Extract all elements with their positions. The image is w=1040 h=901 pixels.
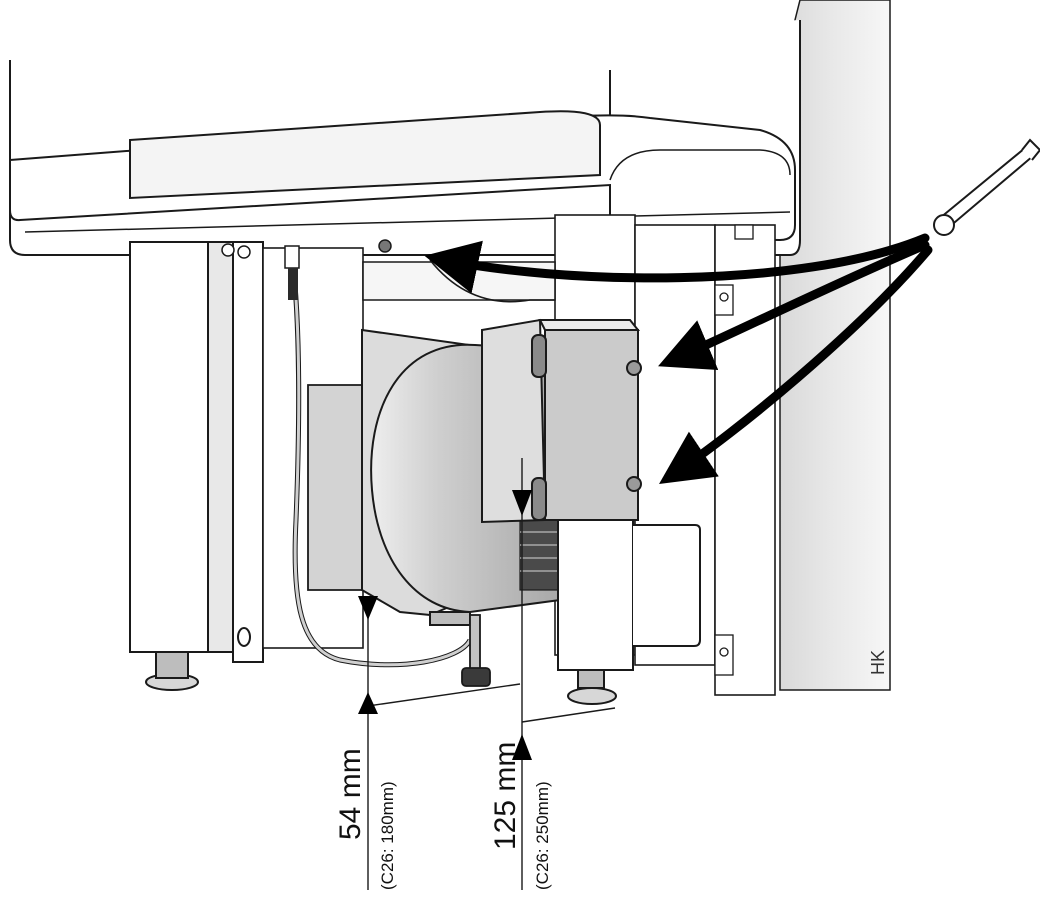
dimension-arrows	[358, 490, 532, 760]
arrow-125-top	[512, 490, 532, 516]
arrow-to-lower-bolt	[659, 245, 933, 484]
arrow-to-ground-screw	[424, 233, 930, 294]
dim-125-value: 125 mm	[489, 742, 522, 850]
left-leg	[129, 241, 264, 691]
arrow-125-bottom	[512, 734, 532, 760]
wrench-icon	[933, 138, 1040, 236]
vent-grill	[519, 519, 561, 591]
arrow-54-top	[358, 596, 378, 620]
arrow-54-bottom	[358, 692, 378, 714]
dim-125-note: (C26: 250mm)	[533, 781, 552, 890]
adjustable-foot	[461, 614, 491, 687]
measurement-lines	[367, 458, 616, 890]
dimension-labels: 54 mm (C26: 180mm) 125 mm (C26: 250mm)	[334, 742, 552, 890]
dim-54-value: 54 mm	[334, 748, 367, 840]
corner-mark: HK	[868, 650, 888, 675]
right-leg	[557, 519, 701, 705]
base-rim	[9, 110, 796, 242]
frame-hardware	[714, 224, 754, 676]
arrow-to-upper-bolt	[658, 240, 930, 371]
top-screws	[221, 239, 392, 259]
ground-wire	[284, 245, 473, 668]
mounting-block	[481, 318, 642, 524]
instruction-arrows	[424, 233, 933, 484]
dim-54-note: (C26: 180mm)	[378, 781, 397, 890]
